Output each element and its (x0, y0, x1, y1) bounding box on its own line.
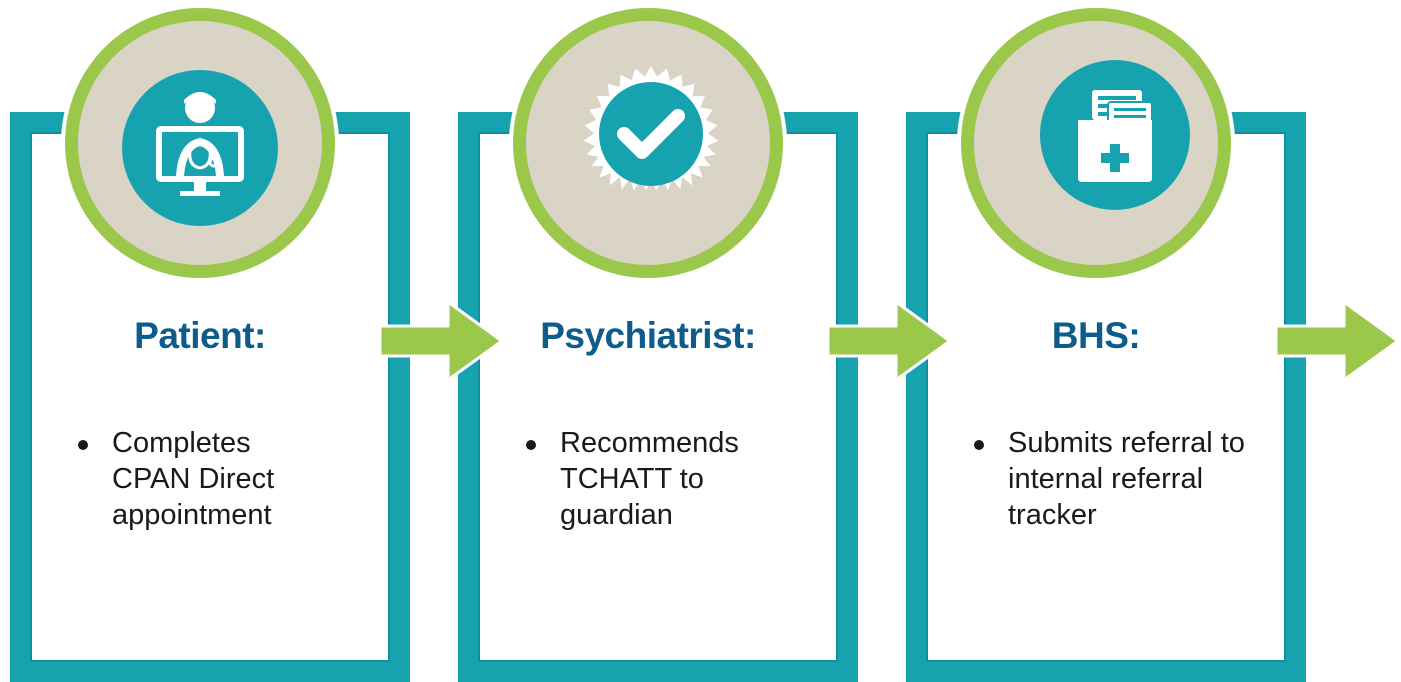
step-bhs: BHS: Submits referral to internal referr… (896, 0, 1316, 682)
medical-folder-icon (1040, 60, 1190, 210)
arrow-right-icon (378, 300, 504, 382)
list-item: Recommends TCHATT to guardian (520, 425, 820, 533)
arrow-right-icon (826, 300, 952, 382)
doctor-monitor-icon (122, 70, 278, 226)
step-psychiatrist: Psychiatrist: Recommends TCHATT to guard… (448, 0, 868, 682)
step-patient: Patient: Completes CPAN Direct appointme… (0, 0, 420, 682)
step-bullet-list: Completes CPAN Direct appointment (72, 425, 372, 533)
list-item: Completes CPAN Direct appointment (72, 425, 372, 533)
step-title: BHS: (1051, 315, 1141, 356)
step-bullet-list: Recommends TCHATT to guardian (520, 425, 820, 533)
bullet-icon (974, 440, 984, 450)
list-item: Submits referral to internal referral tr… (968, 425, 1268, 533)
bullet-icon (78, 440, 88, 450)
arrow-right-icon (1274, 300, 1400, 382)
step-title: Psychiatrist: (540, 315, 756, 356)
step-title: Patient: (134, 315, 266, 356)
verified-check-badge-icon (583, 66, 719, 191)
bullet-icon (526, 440, 536, 450)
step-bullet-list: Submits referral to internal referral tr… (968, 425, 1268, 533)
